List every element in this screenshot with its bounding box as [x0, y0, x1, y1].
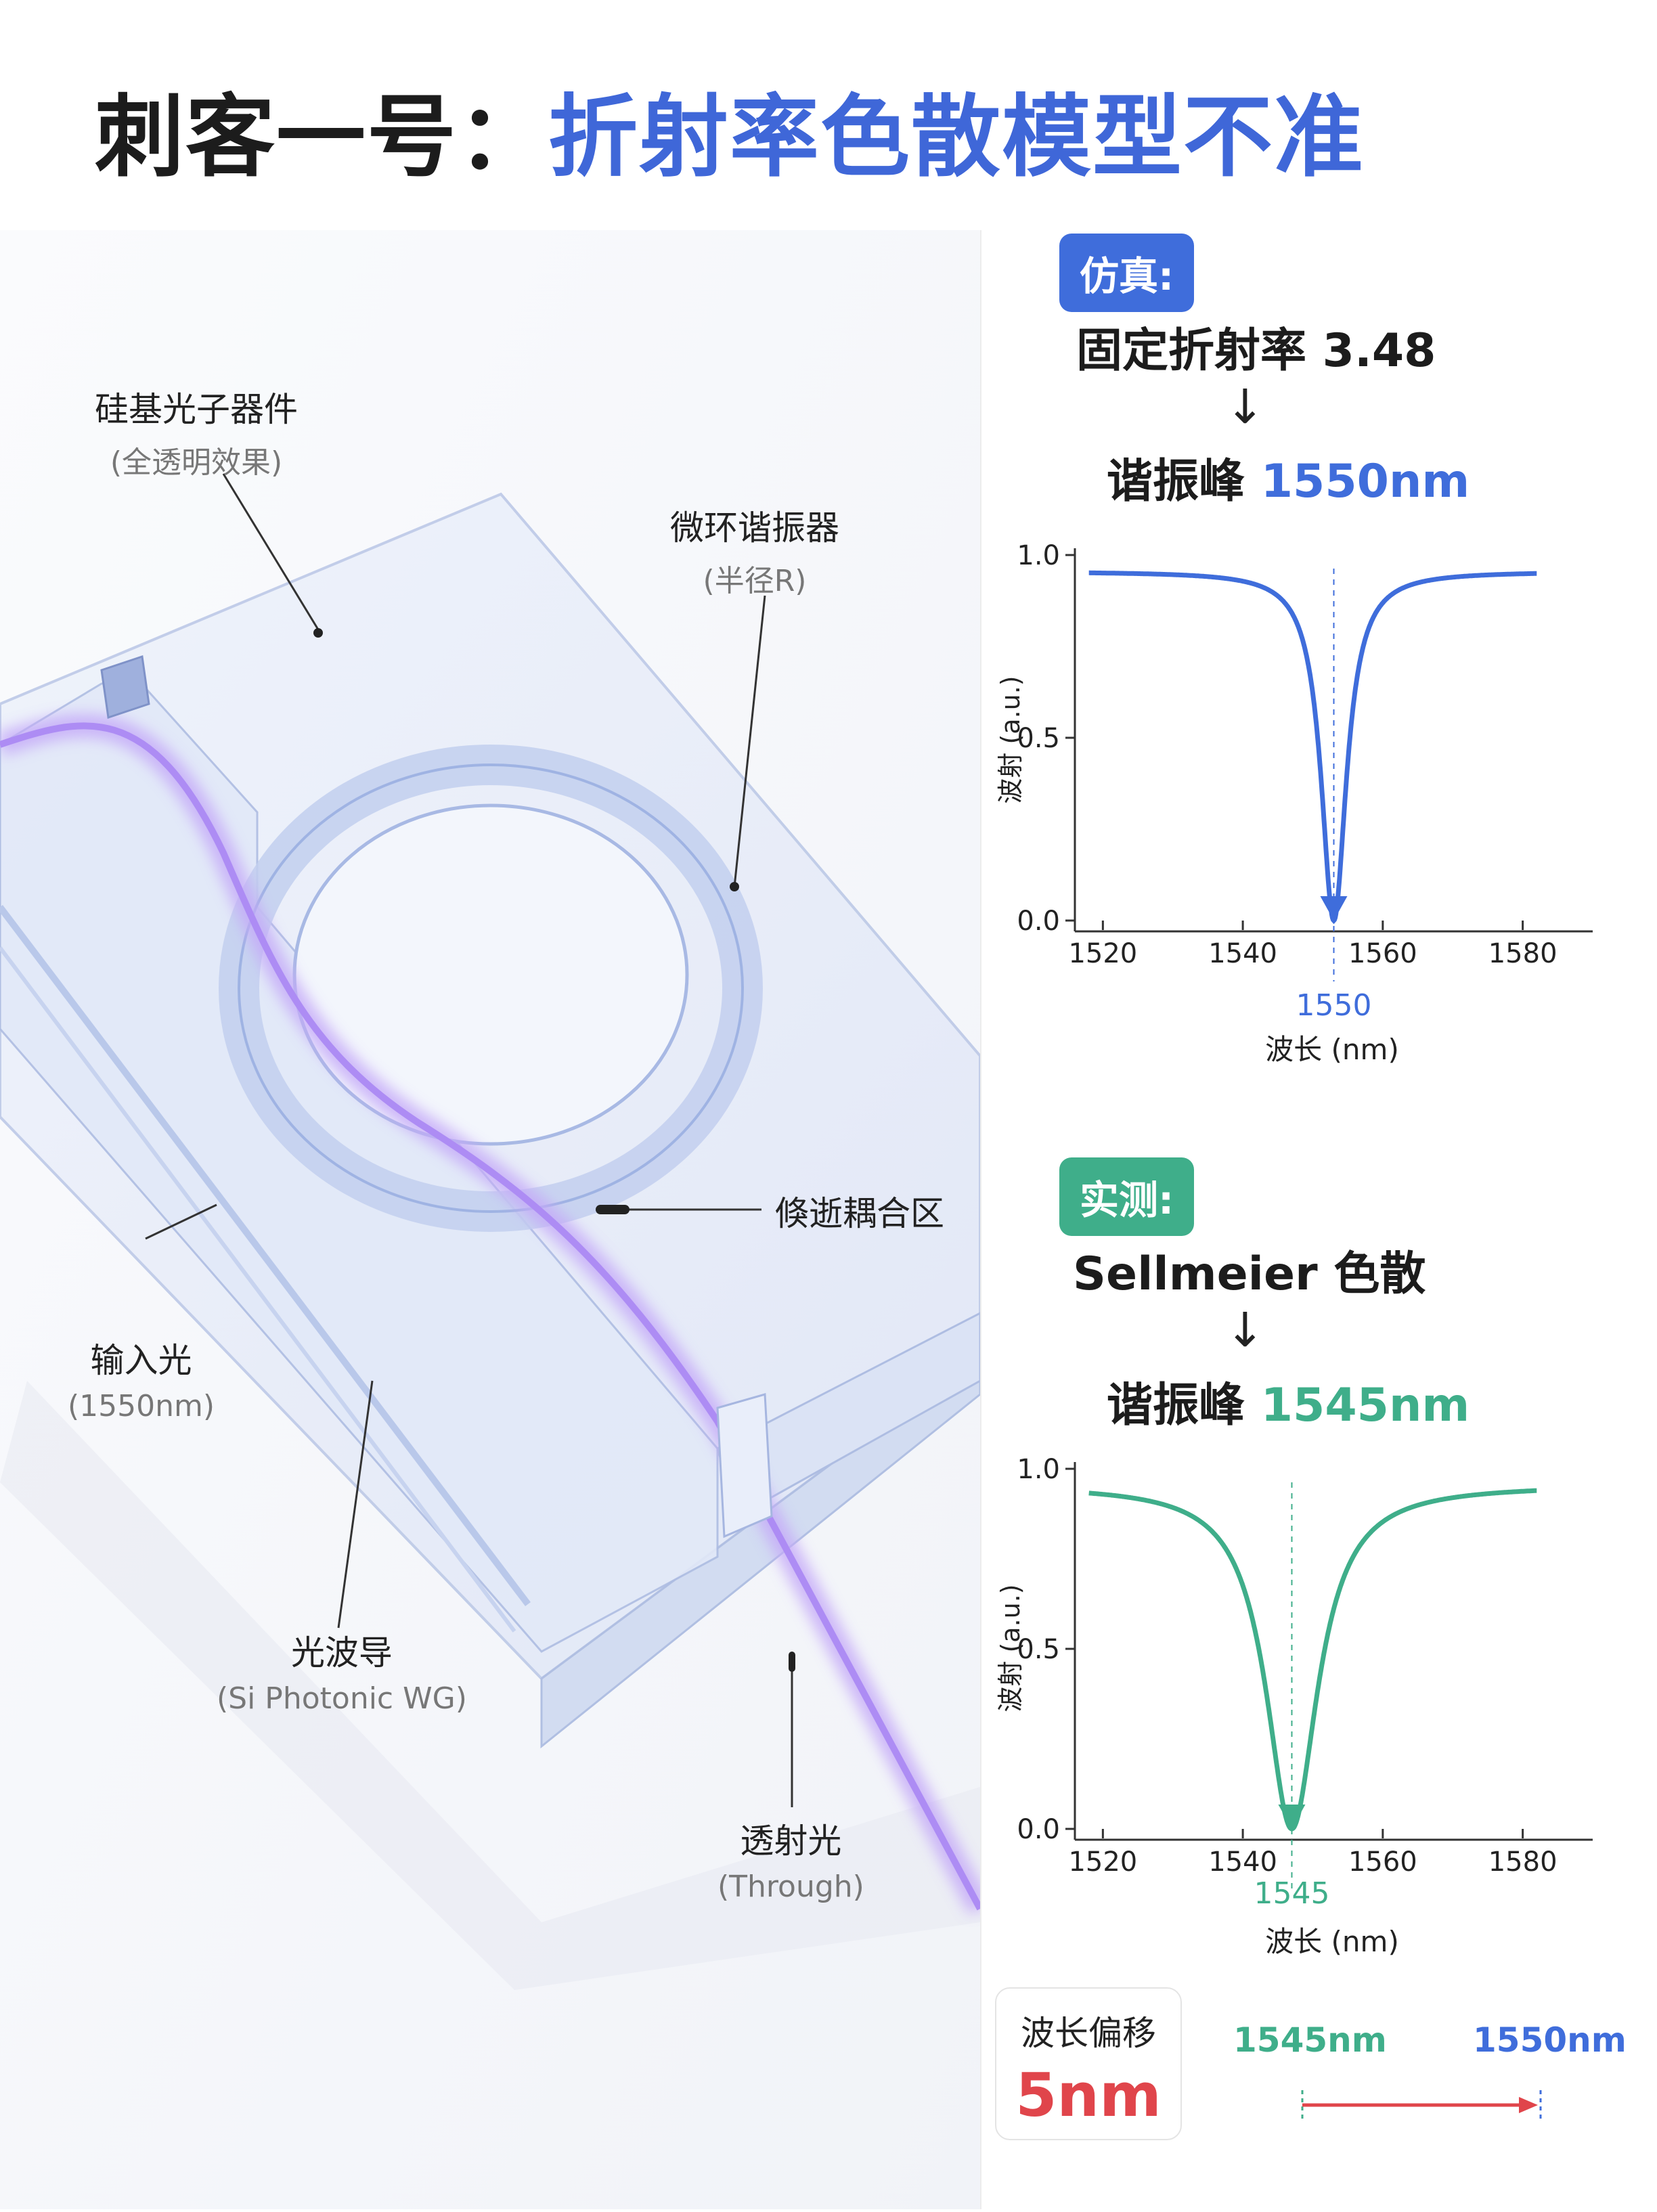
simulation-line1: 固定折射率 3.48: [1076, 324, 1436, 378]
shift-box: 波长偏移 5nm: [995, 1987, 1182, 2140]
device-illustration: 硅基光子器件 (全透明效果) 微环谐振器 (半径R) 倏逝耦合区 输入光 (15…: [0, 230, 991, 2209]
chart1-ytick-label: 0.0: [1017, 906, 1060, 937]
waveguide-rail-1: [0, 904, 531, 1607]
chart2-x-ticks: 1520 1540 1560 1580: [1068, 1829, 1557, 1878]
leader-waveguide: [337, 1380, 374, 1629]
chart1-peak-label: 1550: [1296, 988, 1372, 1023]
dot-ring: [730, 882, 739, 891]
callout-ring: 微环谐振器 (半径R): [670, 501, 839, 600]
dot-device: [313, 628, 323, 638]
chart1-ytick-label: 1.0: [1017, 540, 1060, 571]
callout-through-main: 透射光: [740, 1821, 842, 1861]
measurement-badge: 实测:: [1059, 1157, 1195, 1236]
chart2-peak-arrowhead: [1278, 1805, 1306, 1829]
chart2-ytick-label: 0.0: [1017, 1814, 1060, 1845]
callout-device-main: 硅基光子器件: [95, 390, 298, 429]
chart2-ytick-label: 0.5: [1017, 1634, 1060, 1665]
page-title: 刺客一号：折射率色散模型不准: [95, 65, 1365, 194]
callout-waveguide-main: 光波导: [290, 1633, 393, 1673]
chart1-xtick-label: 1560: [1348, 938, 1417, 969]
laser-beam: [0, 722, 984, 1911]
ring-resonator-inner: [292, 803, 689, 1146]
callout-waveguide-sub: (Si Photonic WG): [217, 1681, 467, 1716]
chart1-xtick-label: 1520: [1068, 938, 1137, 969]
chart2-xlabel: 波长 (nm): [1265, 1925, 1399, 1958]
dot-coupling: [596, 1205, 629, 1214]
title-prefix: 刺客一号：: [95, 85, 548, 190]
simulation-peak-label: 谐振峰: [1107, 455, 1261, 508]
measurement-arrow: ↓: [1225, 1302, 1265, 1358]
ring-resonator-edge: [238, 764, 744, 1213]
callout-through: 透射光 (Through): [717, 1814, 864, 1904]
chart2-series-line: [1088, 1488, 1537, 1832]
chart2-peak-label: 1545: [1254, 1876, 1329, 1911]
output-pillar: [716, 1393, 773, 1539]
slab-shadow: [0, 1381, 980, 1990]
shift-from: 1545nm: [1233, 2020, 1387, 2060]
chart2-xtick-label: 1540: [1208, 1846, 1277, 1878]
chart2-ytick-label: 1.0: [1017, 1454, 1060, 1485]
chart1-xlabel: 波长 (nm): [1265, 1033, 1399, 1066]
title-highlight: 折射率色散模型不准: [548, 85, 1365, 190]
callout-ring-sub: (半径R): [703, 564, 807, 598]
callout-waveguide: 光波导 (Si Photonic WG): [217, 1626, 467, 1716]
chart2-axes: [1074, 1462, 1593, 1841]
device-svg: [0, 230, 991, 2209]
callout-device-sub: (全透明效果): [110, 445, 283, 480]
leader-device: [222, 473, 319, 630]
chart1-y-ticks: 0.0 0.5 1.0: [1017, 540, 1075, 937]
chart1-x-ticks: 1520 1540 1560 1580: [1068, 921, 1557, 969]
callout-ring-main: 微环谐振器: [670, 508, 839, 548]
leader-ring: [733, 595, 766, 887]
shift-label: 波长偏移: [1021, 2014, 1156, 2053]
callout-input-sub: (1550nm): [68, 1389, 215, 1423]
measurement-peak: 谐振峰 1545nm: [1107, 1367, 1470, 1434]
chart2-y-ticks: 0.0 0.5 1.0: [1017, 1454, 1075, 1845]
callout-input: 输入光 (1550nm): [68, 1333, 215, 1423]
chart2-xtick-label: 1560: [1348, 1846, 1417, 1878]
shift-value: 5nm: [1015, 2060, 1162, 2130]
callout-coupling: 倏逝耦合区: [775, 1187, 944, 1235]
chart1-ytick-label: 0.5: [1017, 723, 1060, 754]
chart2-xtick-label: 1580: [1488, 1846, 1557, 1878]
callout-device: 硅基光子器件 (全透明效果): [95, 382, 298, 481]
simulation-arrow: ↓: [1225, 379, 1265, 435]
chart1-xtick-label: 1540: [1208, 938, 1277, 969]
chart1-series-line: [1088, 570, 1537, 925]
shift-to: 1550nm: [1473, 2020, 1627, 2060]
measurement-peak-value: 1545nm: [1260, 1379, 1470, 1432]
chart2-xtick-label: 1520: [1068, 1846, 1137, 1878]
chart1-peak-arrowhead: [1320, 896, 1348, 921]
callout-through-sub: (Through): [717, 1870, 864, 1904]
dot-through: [789, 1652, 795, 1672]
shift-arrow-head: [1519, 2097, 1538, 2113]
panel-divider: [980, 230, 981, 2209]
simulation-badge: 仿真:: [1059, 234, 1195, 312]
callout-coupling-main: 倏逝耦合区: [775, 1194, 944, 1233]
measurement-peak-label: 谐振峰: [1107, 1379, 1261, 1432]
measurement-line1: Sellmeier 色散: [1073, 1247, 1426, 1301]
simulation-peak-value: 1550nm: [1260, 455, 1470, 508]
simulation-peak: 谐振峰 1550nm: [1107, 443, 1470, 510]
chart1-xtick-label: 1580: [1488, 938, 1557, 969]
callout-input-main: 输入光: [90, 1341, 192, 1380]
chart2-ylabel: 波射 (a.u.): [996, 1584, 1025, 1712]
leader-input: [145, 1203, 217, 1240]
waveguide-rail-2: [0, 946, 516, 1633]
input-pillar: [100, 655, 150, 719]
shift-arrow: [1301, 2090, 1542, 2120]
chart1-ylabel: 波射 (a.u.): [996, 676, 1025, 803]
